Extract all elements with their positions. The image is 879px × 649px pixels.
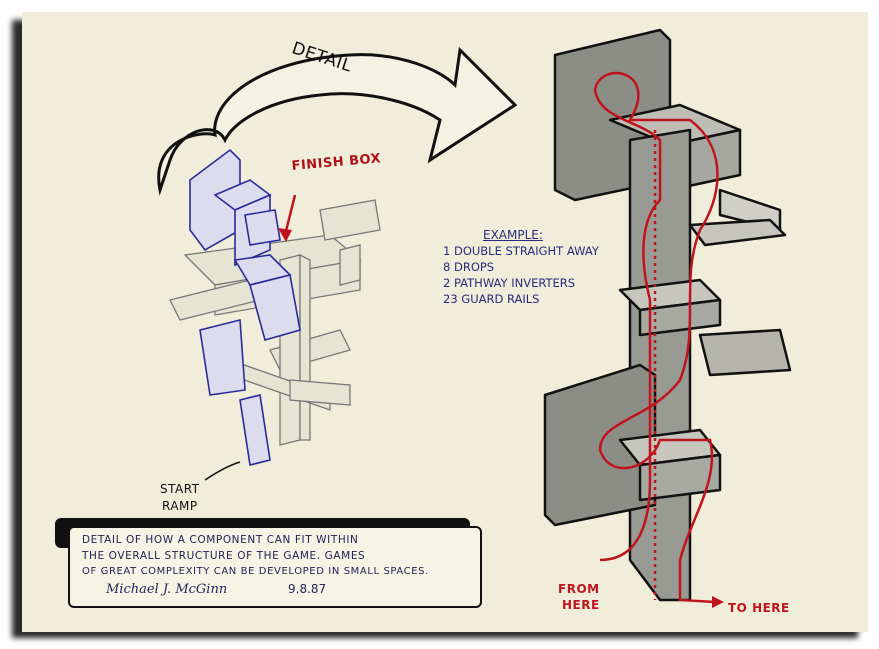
caption-line: DETAIL OF HOW A COMPONENT CAN FIT WITHIN <box>82 534 359 546</box>
marble-path-red <box>593 71 719 604</box>
finish-box-label: FINISH BOX <box>291 151 382 174</box>
to-here-arrowhead <box>712 596 724 608</box>
to-here-label: TO HERE <box>728 601 790 615</box>
signature: Michael J. McGinn <box>106 582 228 597</box>
caption-line: OF GREAT COMPLEXITY CAN BE DEVELOPED IN … <box>82 566 429 577</box>
from-here-label-2: HERE <box>562 598 600 612</box>
example-item: 8 DROPS <box>443 260 495 274</box>
example-item: 23 GUARD RAILS <box>443 292 540 306</box>
finish-box-arrowhead <box>278 228 292 242</box>
start-ramp-label-2: RAMP <box>162 499 198 513</box>
finish-box-arrow <box>283 194 297 236</box>
start-ramp-label-1: START <box>160 482 200 496</box>
component-detail-3d <box>543 28 792 602</box>
detail-arrow <box>157 46 518 196</box>
example-heading: EXAMPLE: <box>483 228 543 242</box>
example-item: 2 PATHWAY INVERTERS <box>443 276 576 290</box>
signature-date: 9.8.87 <box>288 582 327 596</box>
example-item: 1 DOUBLE STRAIGHT AWAY <box>443 244 599 258</box>
caption-box: DETAIL OF HOW A COMPONENT CAN FIT WITHIN… <box>68 526 482 608</box>
caption-line: THE OVERALL STRUCTURE OF THE GAME. GAMES <box>82 550 366 562</box>
from-here-label-1: FROM <box>558 582 600 596</box>
start-ramp-arrow <box>204 461 241 481</box>
component-sketch-blue <box>189 148 301 466</box>
